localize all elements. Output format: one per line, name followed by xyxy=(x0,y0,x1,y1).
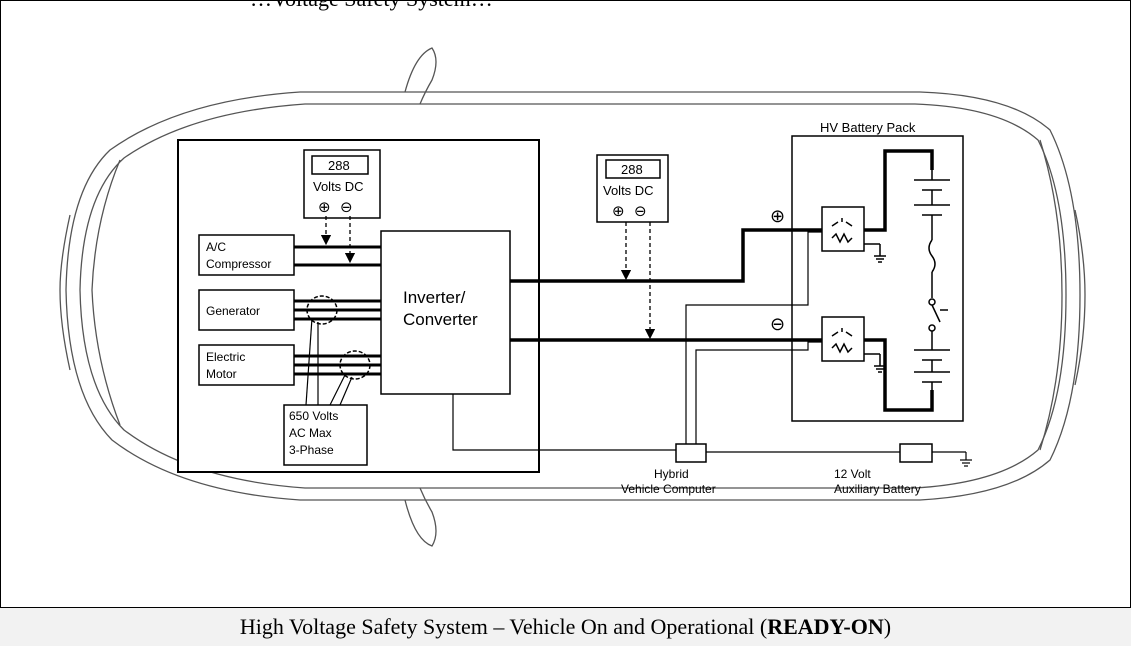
caption-ready-on: READY-ON xyxy=(767,614,884,639)
relay-negative xyxy=(821,316,886,373)
negative-terminal-symbol: ⊖ xyxy=(770,314,785,334)
ac-max-line2: AC Max xyxy=(289,426,332,440)
generator-box xyxy=(198,289,295,331)
positive-terminal-symbol: ⊕ xyxy=(770,206,785,226)
mirror-top xyxy=(404,47,437,105)
ac-compressor-box xyxy=(198,234,295,276)
cropped-header: …Voltage Safety System… xyxy=(0,0,1131,12)
hybrid-computer-line1: Hybrid xyxy=(654,467,689,481)
aux-battery-line1: 12 Volt xyxy=(834,467,871,481)
electric-motor-line2: Motor xyxy=(206,367,237,381)
caption-prefix: High Voltage Safety System – Vehicle On … xyxy=(239,614,768,639)
windshield-line-top xyxy=(91,159,121,426)
voltmeter-left-minus: ⊖ xyxy=(340,199,353,216)
phase-highlight-ellipses xyxy=(306,295,371,380)
hv-main-wiring xyxy=(510,149,934,412)
hybrid-computer-line2: Vehicle Computer xyxy=(621,482,716,496)
voltmeter-left-unit: Volts DC xyxy=(313,179,364,194)
voltmeter-left: 288 Volts DC ⊕ ⊖ xyxy=(303,149,381,219)
mirror-bottom xyxy=(404,487,437,547)
ac-max-pointers xyxy=(305,317,353,406)
vehicle-outline xyxy=(59,47,1086,547)
vehicle-body-inner xyxy=(79,103,1067,489)
caption-suffix: ) xyxy=(883,614,892,639)
generator-label: Generator xyxy=(206,304,260,318)
ac-compressor-line1: A/C xyxy=(206,240,226,254)
left-meter-probes xyxy=(320,216,356,264)
ac-max-line1: 650 Volts xyxy=(289,409,338,423)
hv-safety-diagram: HV Battery Pack 288 Volts DC ⊕ ⊖ 288 Vol… xyxy=(59,47,1086,547)
control-wiring xyxy=(452,231,972,467)
hv-battery-pack-box xyxy=(791,135,964,422)
voltmeter-left-plus: ⊕ xyxy=(318,199,331,216)
electric-motor-line1: Electric xyxy=(206,350,245,364)
rear-line xyxy=(1039,139,1063,451)
fuse-symbol xyxy=(928,239,936,273)
voltmeter-left-value: 288 xyxy=(328,158,350,173)
hybrid-computer-box xyxy=(675,443,707,463)
rear-bumper-detail xyxy=(1074,209,1086,386)
ac-max-box xyxy=(283,404,368,466)
relay-positive xyxy=(821,206,886,263)
aux-battery-line2: Auxiliary Battery xyxy=(834,482,921,496)
vehicle-body-outer xyxy=(65,91,1081,501)
ac-max-line3: 3-Phase xyxy=(289,443,334,457)
inverter-converter-line1: Inverter/ xyxy=(403,288,466,307)
voltmeter-right-unit: Volts DC xyxy=(603,183,654,198)
inverter-converter-line2: Converter xyxy=(403,310,478,329)
front-bumper-detail xyxy=(59,214,71,371)
hv-battery-pack-label: HV Battery Pack xyxy=(820,120,916,135)
voltmeter-right-minus: ⊖ xyxy=(634,203,647,220)
electric-motor-box xyxy=(198,344,295,386)
ac-compressor-line2: Compressor xyxy=(206,257,271,271)
inverter-converter-box xyxy=(380,230,511,395)
aux-battery-box xyxy=(899,443,933,463)
cropped-header-text: …Voltage Safety System… xyxy=(250,0,493,12)
voltmeter-right: 288 Volts DC ⊕ ⊖ xyxy=(596,154,669,223)
figure-caption: High Voltage Safety System – Vehicle On … xyxy=(0,607,1131,646)
right-meter-probes xyxy=(620,222,656,340)
voltmeter-right-plus: ⊕ xyxy=(612,203,625,220)
voltmeter-right-value: 288 xyxy=(621,162,643,177)
battery-cells xyxy=(914,170,950,390)
